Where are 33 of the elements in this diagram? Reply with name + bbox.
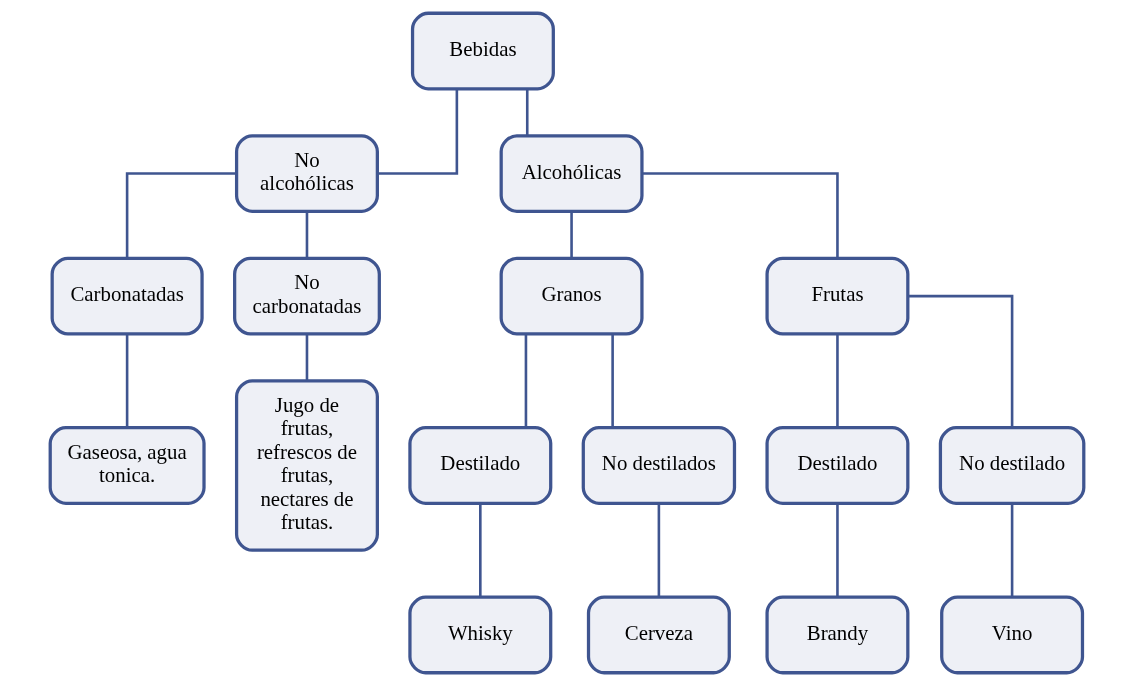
connector xyxy=(611,334,614,428)
node-box: Alcohólicas xyxy=(499,134,644,213)
node-box: Jugo de frutas, refrescos de frutas, nectares de frutas. xyxy=(234,379,379,552)
connector xyxy=(125,334,129,428)
connector xyxy=(570,211,573,258)
connector xyxy=(1010,503,1014,598)
node-box: Bebidas xyxy=(410,11,555,91)
connector xyxy=(525,89,529,136)
node-box: Destilado xyxy=(408,426,553,505)
node-box: No destilados xyxy=(581,426,737,505)
node-box: Destilado xyxy=(765,426,910,505)
connector xyxy=(377,89,459,175)
node-box: Gaseosa, agua tonica. xyxy=(48,426,206,505)
node-box: No destilado xyxy=(938,426,1086,505)
node-box: Vino xyxy=(940,595,1085,675)
node-box: Brandy xyxy=(765,595,910,675)
connector xyxy=(524,334,528,428)
node-box: No alcohólicas xyxy=(234,134,379,213)
connector xyxy=(657,503,661,598)
connector xyxy=(305,334,309,381)
connector xyxy=(305,211,309,258)
connector xyxy=(836,503,839,598)
node-box: Whisky xyxy=(408,595,553,675)
node-box: No carbonatadas xyxy=(233,256,381,336)
node-box: Granos xyxy=(499,256,644,336)
node-box: Carbonatadas xyxy=(50,256,204,336)
connector xyxy=(908,294,1014,428)
node-box: Cerveza xyxy=(586,595,731,675)
connector xyxy=(125,172,237,258)
connector xyxy=(642,172,839,258)
connector xyxy=(479,503,482,598)
node-box: Frutas xyxy=(765,256,910,336)
connector xyxy=(836,334,839,428)
